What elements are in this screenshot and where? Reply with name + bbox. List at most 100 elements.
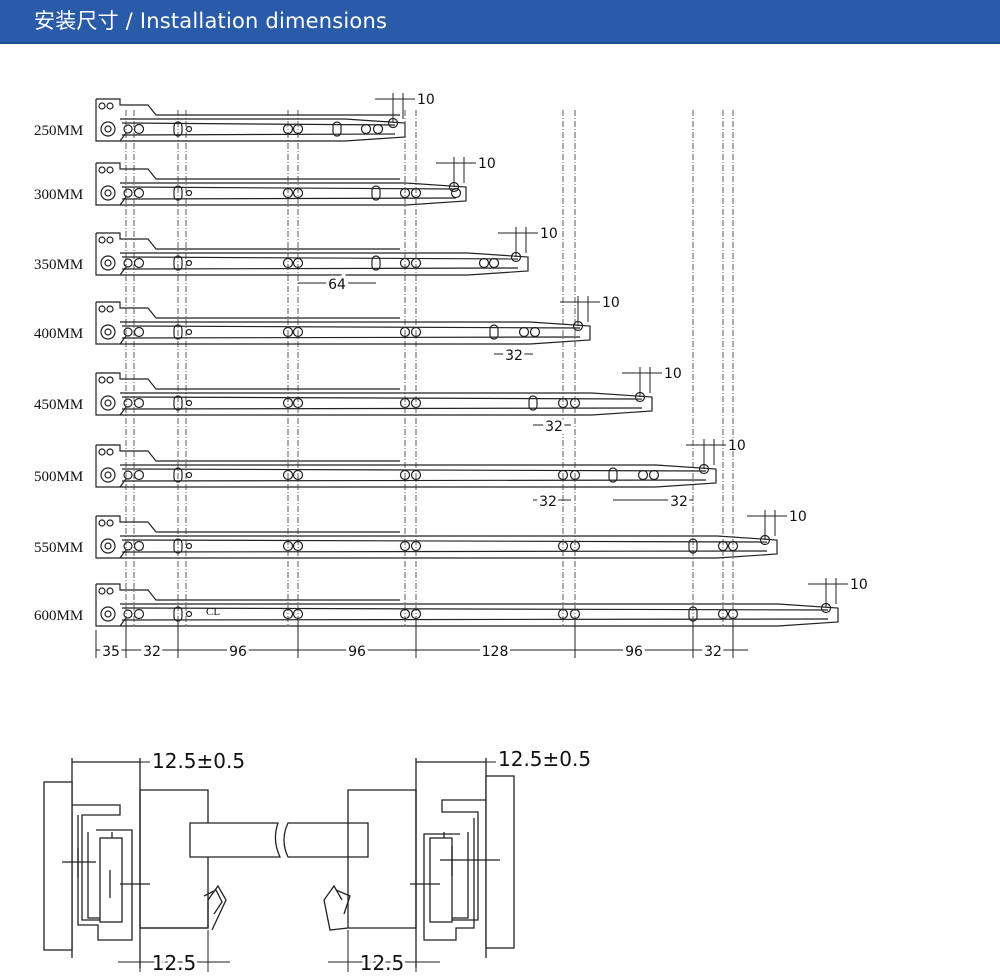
rail-bracket-front — [95, 516, 127, 559]
bracket-hole — [106, 587, 114, 595]
rail-bracket-front — [95, 163, 127, 206]
bracket-screw-hole — [104, 471, 112, 479]
bracket-hole — [98, 376, 106, 384]
dim-32-500-left: 32 — [539, 494, 557, 510]
cl-label: CL — [206, 606, 220, 618]
bracket-screw-hole — [100, 395, 116, 411]
rail-hole — [133, 257, 145, 269]
bracket-screw-hole — [100, 538, 116, 554]
rail-bracket-front — [95, 233, 127, 276]
rail-edge — [121, 479, 707, 482]
rail-hole — [123, 258, 133, 268]
rail-hole-small — [185, 610, 193, 618]
bottom-dimension-label: 128 — [482, 644, 509, 660]
rail-450mm: 10 — [95, 366, 682, 416]
rail-size-label: 500MM — [34, 469, 83, 485]
bracket-hole — [106, 448, 114, 456]
rail-hole — [488, 257, 500, 269]
rail-bracket-front — [95, 373, 127, 416]
rail-hole — [529, 326, 541, 338]
rail-size-label: 550MM — [34, 540, 83, 556]
bracket-screw-hole — [104, 399, 112, 407]
bracket-hole — [106, 519, 114, 527]
rail-hole — [648, 469, 660, 481]
rail-bracket-top — [96, 301, 400, 319]
rail-size-label: 600MM — [34, 608, 83, 624]
end-dimension — [436, 157, 476, 187]
rail-hole-small — [185, 328, 193, 336]
rail-hole — [133, 469, 145, 481]
rail-edge — [121, 407, 643, 410]
rail-hole — [478, 257, 490, 269]
rail-500mm: 10 — [95, 438, 746, 488]
rail-slot — [528, 395, 538, 411]
end-dimension-label: 10 — [540, 226, 558, 242]
rail-slot — [608, 467, 618, 483]
end-dimension — [808, 578, 848, 608]
bracket-screw-hole — [100, 606, 116, 622]
mid-dimensions — [298, 282, 693, 501]
rail-hole — [637, 469, 649, 481]
dim-64: 64 — [328, 277, 346, 293]
rail-hole — [360, 123, 372, 135]
bracket-hole — [106, 236, 114, 244]
rail-400mm: 10 — [95, 295, 620, 345]
rail-hole — [450, 187, 462, 199]
cross-section-left — [43, 758, 227, 968]
end-dimension — [747, 510, 787, 540]
end-dimension — [375, 93, 415, 123]
bracket-hole — [98, 587, 106, 595]
rail-edge — [121, 607, 829, 611]
rail-hole — [133, 326, 145, 338]
bracket-screw-hole — [104, 189, 112, 197]
rail-bracket-top — [96, 232, 400, 250]
rail-hole — [133, 540, 145, 552]
rail-250mm: 10 — [95, 92, 435, 142]
bottom-dimension-label: 32 — [143, 644, 161, 660]
rail-300mm: 10 — [95, 156, 496, 206]
bracket-screw-hole — [104, 610, 112, 618]
rail-body — [120, 321, 591, 345]
rail-hole-small — [185, 471, 193, 479]
rail-hole — [123, 124, 133, 134]
cross-section-dims — [72, 761, 496, 972]
page-title: 安装尺寸 / Installation dimensions — [34, 9, 388, 33]
rail-bracket-top — [96, 444, 400, 462]
bracket-hole — [98, 166, 106, 174]
rail-hole — [518, 326, 530, 338]
bracket-screw-hole — [100, 324, 116, 340]
bracket-hole — [106, 166, 114, 174]
left-bottom-dim: 12.5 — [152, 951, 197, 975]
rail-size-label: 350MM — [34, 257, 83, 273]
rail-size-label: 400MM — [34, 326, 83, 342]
rail-hole-small — [185, 259, 193, 267]
rail-hole — [123, 609, 133, 619]
cross-section-right — [323, 758, 515, 968]
rails-layer: 10250MM10300MM10350MM10400MM10450MM10500… — [34, 92, 868, 627]
rail-body — [120, 392, 653, 416]
right-bottom-dim: 12.5 — [360, 951, 405, 975]
bottom-dimension-label: 35 — [102, 644, 120, 660]
rail-bracket-front — [95, 99, 127, 142]
rail-body — [120, 535, 778, 559]
rail-hole — [123, 470, 133, 480]
rail-hole — [372, 123, 384, 135]
rail-edge — [121, 197, 457, 200]
rail-size-label: 450MM — [34, 397, 83, 413]
rail-bracket-top — [96, 515, 400, 533]
rail-edge — [121, 550, 768, 553]
rail-edge — [121, 396, 643, 400]
bottom-dimension-label: 96 — [348, 644, 366, 660]
rail-bracket-top — [96, 98, 400, 116]
rail-edge — [121, 256, 519, 260]
dim-32-500-right: 32 — [670, 494, 688, 510]
rail-body — [120, 603, 839, 627]
end-dimension-label: 10 — [417, 92, 435, 108]
rail-slot — [371, 255, 381, 271]
rail-hole — [133, 123, 145, 135]
bottom-dimension-label: 96 — [229, 644, 247, 660]
bracket-screw-hole — [104, 542, 112, 550]
bracket-screw-hole — [104, 125, 112, 133]
rail-body — [120, 118, 406, 142]
